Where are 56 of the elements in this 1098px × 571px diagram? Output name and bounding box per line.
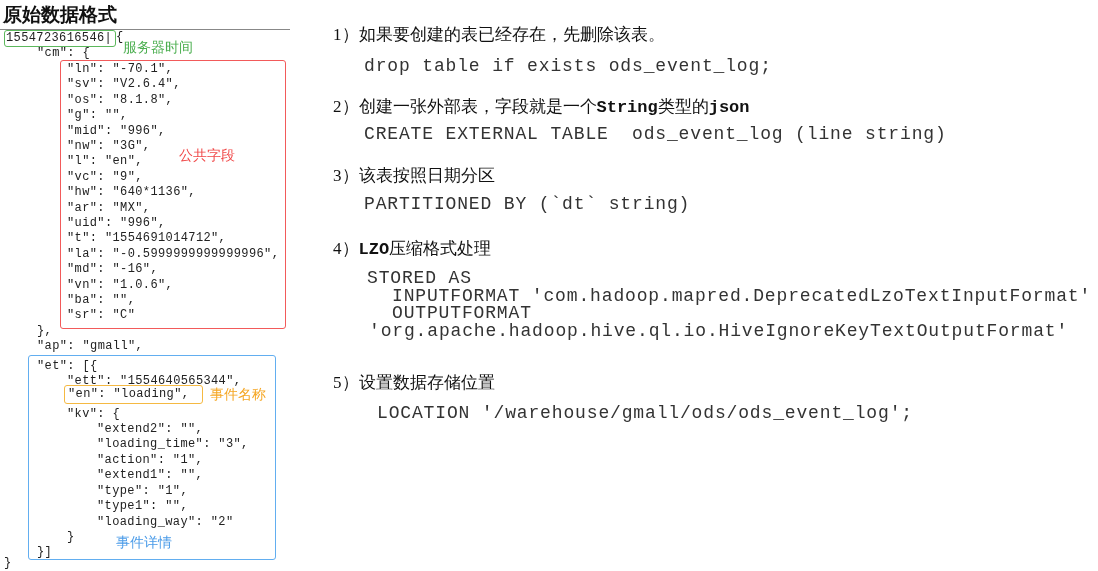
step-heading: 1）如果要创建的表已经存在，先删除该表。 <box>333 25 665 45</box>
code-line: "et": [{ <box>37 359 98 374</box>
code-line: "ba": "", <box>67 293 136 308</box>
code-line: "sr": "C" <box>67 308 136 324</box>
code-line: "extend1": "", <box>97 468 204 483</box>
code-line: "g": "", <box>67 108 128 124</box>
code-line: "type": "1", <box>97 484 188 499</box>
code-line: PARTITIONED BY (`dt` string) <box>364 195 691 214</box>
code-line: 1554723616546| <box>6 31 113 46</box>
highlight-box <box>28 355 276 560</box>
code-line: "ett": "1554640565344", <box>67 374 242 388</box>
annotation-label: 事件名称 <box>210 386 266 403</box>
code-line: OUTPUTFORMAT <box>392 304 532 323</box>
highlight-box <box>60 60 286 329</box>
code-line: }] <box>37 545 53 560</box>
code-line: "ar": "MX", <box>67 200 151 216</box>
code-line: "extend2": "", <box>97 422 204 437</box>
code-line: STORED AS <box>367 269 472 288</box>
code-line: "l": "en", <box>67 154 143 170</box>
code-line: CREATE EXTERNAL TABLE ods_event_log (line string) <box>364 125 947 144</box>
step-heading: 3）该表按照日期分区 <box>333 166 495 186</box>
code-line: "t": "1554691014712", <box>67 231 227 247</box>
code-line: "ap": "gmall", <box>37 339 144 354</box>
code-line: "nw": "3G", <box>67 139 151 154</box>
code-line: } <box>4 556 12 571</box>
code-line: "uid": "996", <box>67 216 166 231</box>
code-line: "loading_time": "3", <box>97 437 249 452</box>
step-heading: 5）设置数据存储位置 <box>333 373 495 393</box>
code-line: "loading_way": "2" <box>97 515 234 530</box>
code-line: "cm": { <box>37 46 91 61</box>
code-line: LOCATION '/warehouse/gmall/ods/ods_event_log'; <box>377 404 913 423</box>
code-line: "hw": "640*1136", <box>67 185 196 201</box>
code-line: "sv": "V2.6.4", <box>67 77 181 93</box>
code-line: }, <box>37 324 53 339</box>
code-line: "ln": "-70.1", <box>67 62 174 77</box>
code-line: 'org.apache.hadoop.hive.ql.io.HiveIgnoreKeyTextOutputFormat' <box>369 322 1069 341</box>
step-heading: 2）创建一张外部表，字段就是一个String类型的json <box>333 97 750 118</box>
code-line: "os": "8.1.8", <box>67 92 174 108</box>
code-line: "vn": "1.0.6", <box>67 277 174 293</box>
section-title: 原始数据格式 <box>3 4 117 26</box>
code-line: INPUTFORMAT 'com.hadoop.mapred.DeprecatedLzoTextInputFormat' <box>392 287 1092 306</box>
step-heading: 4）LZO压缩格式处理 <box>333 239 492 260</box>
code-line: drop table if exists ods_event_log; <box>364 57 772 76</box>
annotation-label: 公共字段 <box>179 147 235 164</box>
code-line: "type1": "", <box>97 499 188 514</box>
code-line: "kv": { <box>67 407 121 422</box>
code-line: "la": "-0.5999999999999996", <box>67 246 280 262</box>
annotation-label: 服务器时间 <box>123 39 193 56</box>
code-line: "action": "1", <box>97 453 204 468</box>
code-line: } <box>67 530 75 545</box>
code-line: "vc": "9", <box>67 169 143 185</box>
code-line: "en": "loading", <box>68 387 190 402</box>
code-line: "mid": "996", <box>67 123 166 139</box>
code-line: { <box>116 30 124 44</box>
annotation-label: 事件详情 <box>116 534 172 551</box>
code-line: "md": "-16", <box>67 262 158 278</box>
